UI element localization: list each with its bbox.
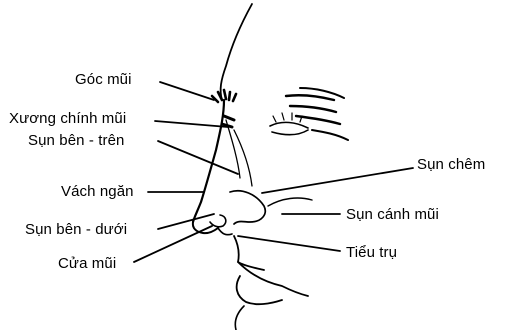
leader-tieu-tru [238,236,340,251]
label-vach-ngan: Vách ngăn [61,183,134,200]
leader-sun-chem [262,168,413,193]
chin-outline [235,306,244,330]
label-tieu-tru: Tiểu trụ [346,244,397,261]
lateral-cartilage-outline [226,120,252,186]
eye-outline [270,122,308,134]
eyelash-strokes [273,113,302,122]
forehead-outline [221,4,252,100]
label-sun-ben-duoi: Sụn bên - dưới [25,221,127,238]
label-xuong-chinh-mui: Xương chính mũi [9,110,126,127]
cheek-outline [268,198,312,206]
brow-wrinkle-lines [286,95,340,124]
label-sun-canh-mui: Sụn cánh mũi [346,206,439,223]
upper-lip-outline [234,236,264,270]
leader-sun-ben-tren [158,141,238,174]
leader-goc-mui [160,82,214,100]
lower-lip-outline [237,276,282,304]
leader-sun-ben-duoi [158,214,214,229]
nasal-bone-hatch [222,116,234,127]
label-cua-mui: Cửa mũi [58,255,116,272]
nostril-outline [210,215,226,227]
face-profile-drawing [193,4,348,330]
label-sun-chem: Sụn chêm [417,156,485,173]
columella-outline [218,228,232,235]
leader-cua-mui [134,226,212,262]
leader-xuong-chinh-mui [155,121,228,127]
nose-tip-outline [193,222,218,233]
label-goc-mui: Góc mũi [75,71,132,88]
alar-outline [230,191,265,224]
label-sun-ben-tren: Sụn bên - trên [28,132,124,149]
